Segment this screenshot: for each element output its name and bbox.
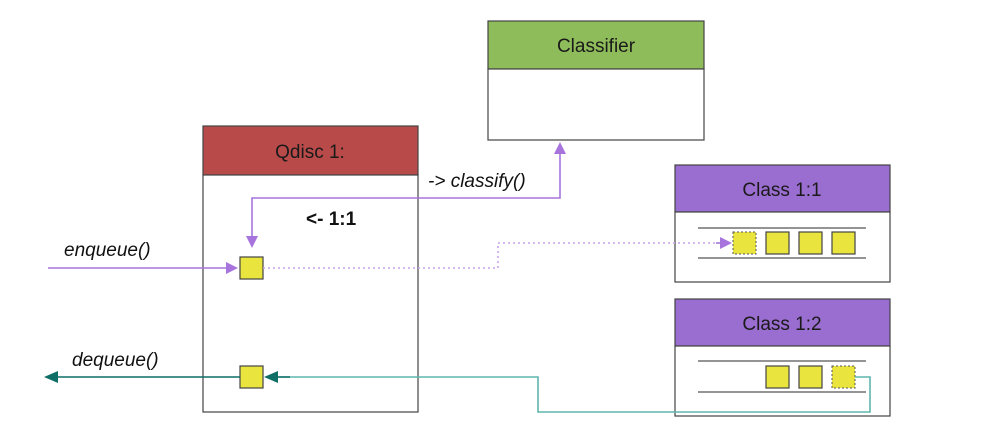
class-1-2-header bbox=[674, 298, 891, 347]
packet-route-to-class-1-1 bbox=[263, 242, 718, 269]
class-1-2-title: Class 1:2 bbox=[742, 314, 821, 335]
class-1-1-packet bbox=[798, 231, 823, 255]
classifier-body bbox=[487, 68, 705, 141]
dequeue-route-from-class-1-2 bbox=[276, 376, 871, 413]
dequeue-label: dequeue() bbox=[72, 350, 159, 371]
classify-path bbox=[246, 160, 561, 248]
class-1-2-outgoing-packet bbox=[831, 365, 856, 389]
qdisc-body bbox=[202, 174, 419, 413]
class-1-1-packet bbox=[831, 231, 856, 255]
classifier-box: Classifier bbox=[487, 20, 705, 141]
class-1-2-packet bbox=[798, 365, 823, 389]
class-1-1-packet bbox=[765, 231, 790, 255]
class-1-2-box: Class 1:2 bbox=[674, 298, 891, 417]
class-1-1-incoming-packet bbox=[732, 231, 757, 255]
qdisc-enqueued-packet bbox=[239, 256, 264, 280]
class-1-1-header bbox=[674, 164, 891, 213]
class-1-1-box: Class 1:1 bbox=[674, 164, 891, 283]
qdisc-box: Qdisc 1: bbox=[202, 125, 419, 413]
classify-label: -> classify() bbox=[428, 171, 526, 192]
class-1-1-title: Class 1:1 bbox=[742, 180, 821, 201]
qdisc-header bbox=[202, 125, 419, 176]
qdisc-title: Qdisc 1: bbox=[275, 142, 345, 163]
classifier-title: Classifier bbox=[557, 36, 636, 57]
class-return-label: <- 1:1 bbox=[306, 209, 357, 230]
qdisc-dequeued-packet bbox=[239, 365, 264, 389]
class-1-2-packet bbox=[765, 365, 790, 389]
classifier-header bbox=[487, 20, 705, 70]
enqueue-label: enqueue() bbox=[64, 240, 151, 261]
